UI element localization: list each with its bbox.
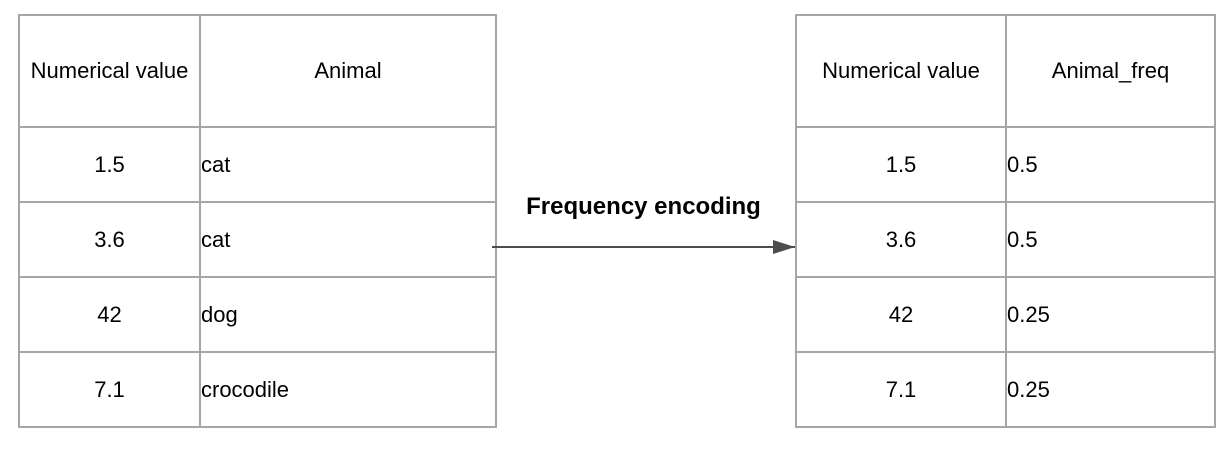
column-header-animal: Animal — [199, 14, 497, 128]
table-cell-animal-freq: 0.5 — [1005, 126, 1216, 203]
transformation-arrow: Frequency encoding — [492, 192, 795, 254]
table-row: 3.6 cat — [18, 201, 497, 278]
encoded-table: Numerical value Animal_freq 1.5 0.5 3.6 … — [795, 14, 1216, 428]
table-header-row: Numerical value Animal — [18, 14, 497, 128]
table-row: 42 dog — [18, 276, 497, 353]
table-row: 42 0.25 — [795, 276, 1216, 353]
table-cell-numerical-value: 42 — [795, 276, 1007, 353]
table-cell-numerical-value: 3.6 — [795, 201, 1007, 278]
table-cell-animal-freq: 0.25 — [1005, 351, 1216, 428]
table-cell-animal: crocodile — [199, 351, 497, 428]
table-cell-animal-freq: 0.5 — [1005, 201, 1216, 278]
table-cell-numerical-value: 3.6 — [18, 201, 201, 278]
table-row: 7.1 crocodile — [18, 351, 497, 428]
table-cell-numerical-value: 7.1 — [18, 351, 201, 428]
table-cell-numerical-value: 42 — [18, 276, 201, 353]
table-cell-numerical-value: 1.5 — [18, 126, 201, 203]
column-header-numerical-value: Numerical value — [795, 14, 1007, 128]
arrow-label: Frequency encoding — [526, 193, 761, 220]
table-row: 3.6 0.5 — [795, 201, 1216, 278]
table-row: 7.1 0.25 — [795, 351, 1216, 428]
table-header-row: Numerical value Animal_freq — [795, 14, 1216, 128]
source-table: Numerical value Animal 1.5 cat 3.6 cat 4… — [18, 14, 497, 428]
table-row: 1.5 0.5 — [795, 126, 1216, 203]
column-header-numerical-value: Numerical value — [18, 14, 201, 128]
table-cell-animal-freq: 0.25 — [1005, 276, 1216, 353]
column-header-animal-freq: Animal_freq — [1005, 14, 1216, 128]
arrow-right-icon — [492, 240, 795, 254]
table-cell-animal: cat — [199, 201, 497, 278]
table-cell-animal: dog — [199, 276, 497, 353]
arrowhead-icon — [773, 240, 795, 254]
table-cell-animal: cat — [199, 126, 497, 203]
table-row: 1.5 cat — [18, 126, 497, 203]
table-cell-numerical-value: 1.5 — [795, 126, 1007, 203]
table-cell-numerical-value: 7.1 — [795, 351, 1007, 428]
